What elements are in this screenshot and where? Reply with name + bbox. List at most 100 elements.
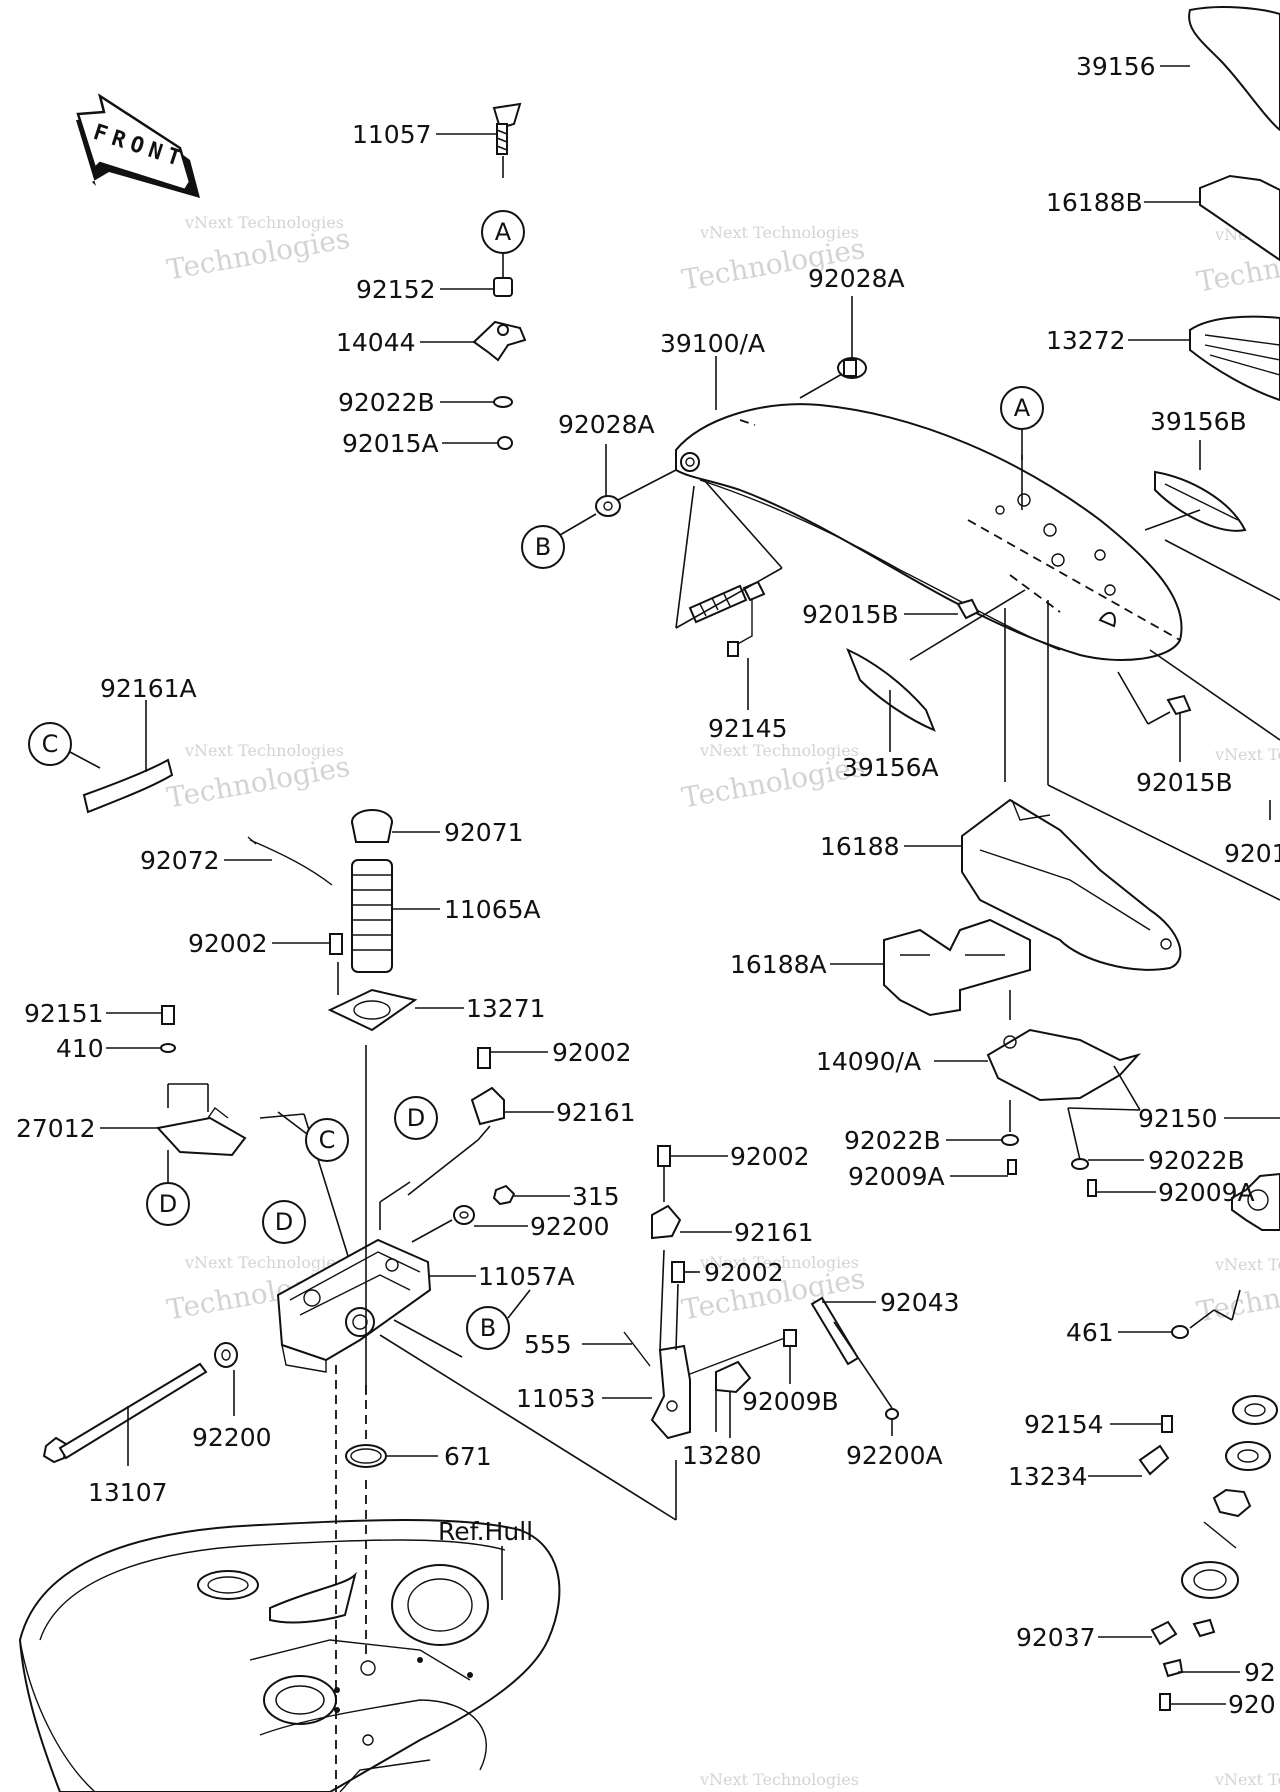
- part-92200-washer: [453, 1205, 475, 1225]
- part-label: 13107: [88, 1478, 168, 1507]
- part-label: 11053: [516, 1384, 596, 1413]
- part-92002-bolt: [477, 1047, 491, 1069]
- part-label: 92028A: [808, 264, 905, 293]
- part-label: 92015B: [802, 600, 899, 629]
- part-27012-latch: [156, 1106, 247, 1157]
- ref-circle-c: C: [305, 1118, 349, 1162]
- part-label: 13234: [1008, 1462, 1088, 1491]
- part-92161-clamp-mid: [651, 1204, 682, 1240]
- part-right-washer-1: [1232, 1395, 1278, 1425]
- part-label: 39156A: [842, 753, 939, 782]
- watermark-small: vNext Technologies: [184, 1253, 344, 1272]
- part-label: 27012: [16, 1114, 96, 1143]
- part-92002-bolt: [329, 933, 343, 955]
- part-92145-spring: [688, 580, 766, 657]
- part-39156A-pad: [846, 648, 936, 732]
- part-label: 92009A: [848, 1162, 945, 1191]
- part-label: 39100/A: [660, 329, 765, 358]
- part-label: 11057: [352, 120, 432, 149]
- ref-circle-label: D: [275, 1208, 293, 1236]
- part-label: 92161: [556, 1098, 636, 1127]
- watermark-small: vNext Technologies: [699, 1770, 859, 1789]
- part-13107-long-bolt: [42, 1362, 208, 1464]
- part-label: 16188A: [730, 950, 827, 979]
- watermark-small: vNext Technologies: [184, 741, 344, 760]
- part-label: 92022B: [338, 388, 435, 417]
- part-label: 92002: [730, 1142, 810, 1171]
- part-label: 16188B: [1046, 188, 1143, 217]
- watermark-small: vNext Technologies: [699, 223, 859, 242]
- part-label: 671: [444, 1442, 492, 1471]
- part-label: 92200: [530, 1212, 610, 1241]
- part-label: 16188: [820, 832, 900, 861]
- part-92028A-grommet-top: [837, 357, 867, 379]
- ref-circle-label: C: [319, 1126, 336, 1154]
- part-11057A-housing: [276, 1238, 432, 1373]
- ref-circle-d: D: [394, 1096, 438, 1140]
- part-label: 9201: [1224, 839, 1280, 868]
- part-92022B-washer: [493, 396, 513, 408]
- part-14090-cover: [986, 1028, 1142, 1102]
- part-label: 92043: [880, 1288, 960, 1317]
- front-arrow-icon: FRONT: [76, 93, 200, 198]
- ref-circle-label: C: [42, 730, 59, 758]
- part-label: 14090/A: [816, 1047, 921, 1076]
- part-16188A-duct: [883, 918, 1031, 1017]
- part-92200-washer-left: [214, 1342, 238, 1368]
- part-label: 92002: [552, 1038, 632, 1067]
- part-92043-clip: [810, 1296, 860, 1366]
- part-label: 92145: [708, 714, 788, 743]
- part-92152-collar: [493, 277, 513, 297]
- part-92009A-bolt-center: [1007, 1159, 1017, 1175]
- part-label: 13272: [1046, 326, 1126, 355]
- part-label: 92009B: [742, 1387, 839, 1416]
- part-label: 92022B: [1148, 1146, 1245, 1175]
- ref-circle-label: D: [159, 1190, 177, 1218]
- part-11053-bracket: [650, 1344, 691, 1440]
- watermark-small: vNext Technologies: [699, 1253, 859, 1272]
- part-410-washer: [160, 1043, 176, 1053]
- watermark-small: vNext Technologies: [1214, 745, 1280, 764]
- part-label: 13280: [682, 1441, 762, 1470]
- watermark-small: vNext Technologies: [699, 741, 859, 760]
- watermark-small: vNext Technologies: [1214, 1255, 1280, 1274]
- part-label: 92: [1244, 1658, 1276, 1687]
- part-label: 92015A: [342, 429, 439, 458]
- part-92161A-pad: [82, 758, 174, 814]
- part-92002-bolt-mid: [657, 1145, 671, 1167]
- part-13234-fitting: [1231, 1172, 1280, 1231]
- part-label: 92002: [188, 929, 268, 958]
- ref-hull-label: Ref.Hull: [438, 1517, 533, 1546]
- part-13271-plate: [327, 988, 418, 1032]
- ref-circle-a: A: [1000, 386, 1044, 430]
- part-label: 39156B: [1150, 407, 1247, 436]
- part-label: 92037: [1016, 1623, 1096, 1652]
- ref-circle-c: C: [28, 722, 72, 766]
- part-label: 11057A: [478, 1262, 575, 1291]
- part-label: 92028A: [558, 410, 655, 439]
- part-92015A-nut: [497, 436, 513, 450]
- part-92022B-washer-right: [1071, 1158, 1089, 1170]
- part-92015B-nut-2: [1166, 694, 1192, 716]
- ref-circle-d: D: [146, 1182, 190, 1226]
- part-label: 315: [572, 1182, 620, 1211]
- part-671-oring: [345, 1444, 387, 1468]
- part-39100-fender: [675, 403, 1183, 661]
- part-label: 92002: [704, 1258, 784, 1287]
- part-right-pin: [1203, 1521, 1237, 1549]
- part-label: 92071: [444, 818, 524, 847]
- part-label: 555: [524, 1330, 572, 1359]
- part-92015B-nut: [956, 598, 980, 620]
- part-label: 92022B: [844, 1126, 941, 1155]
- part-label: 461: [1066, 1318, 1114, 1347]
- part-label: 920: [1228, 1690, 1276, 1719]
- part-label: 11065A: [444, 895, 541, 924]
- part-92022B-washer-center: [1001, 1134, 1019, 1146]
- part-92200A-washer: [885, 1408, 899, 1420]
- ref-circle-label: D: [407, 1104, 425, 1132]
- part-16188-duct: [961, 798, 1182, 971]
- hull-drawing: [18, 1519, 561, 1792]
- part-label: 92161: [734, 1218, 814, 1247]
- part-92154-bolt: [1161, 1415, 1173, 1433]
